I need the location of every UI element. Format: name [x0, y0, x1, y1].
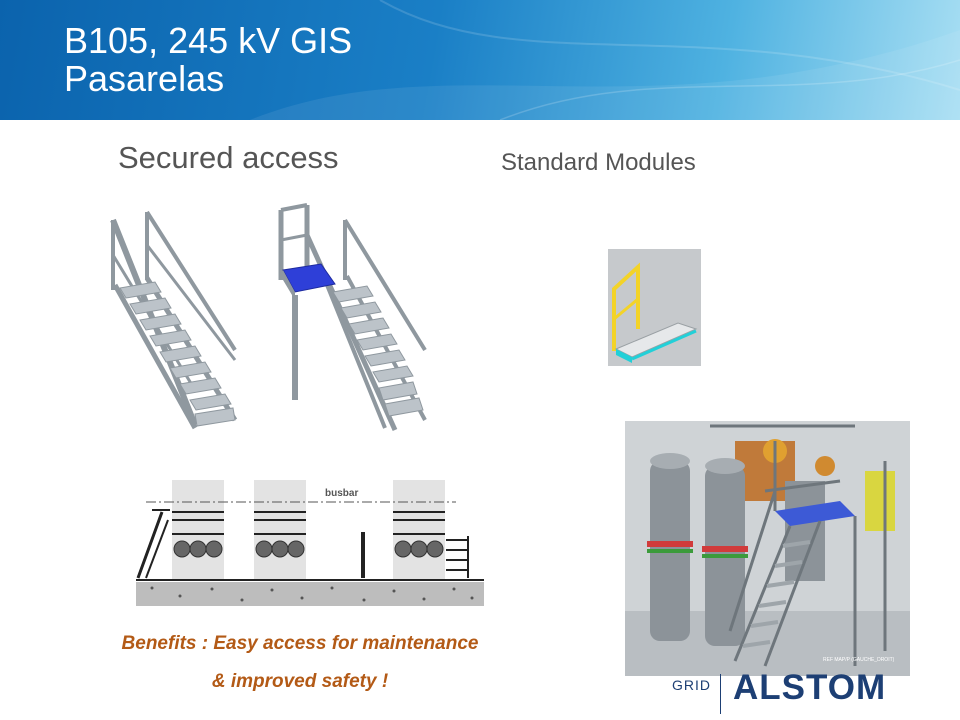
header-swirl-decoration [250, 0, 960, 120]
staircase-left-steps [119, 281, 236, 427]
logo-grid-text: GRID [672, 677, 711, 693]
benefits-line1: Benefits : Easy access for maintenance [121, 633, 479, 654]
slide-title-line1: B105, 245 kV GIS [64, 20, 353, 61]
header-banner: B105, 245 kV GIS Pasarelas [0, 0, 960, 120]
gis-section-diagram: busbar [136, 480, 484, 606]
logo-alstom: ALSTOM [733, 668, 887, 707]
section-stair-right [446, 536, 469, 578]
staircase-right-steps [332, 285, 424, 417]
benefits-line2: & improved safety ! [211, 671, 389, 692]
section-stair-left [136, 509, 170, 579]
heading-standard-modules: Standard Modules [501, 149, 696, 176]
standard-module-image [608, 249, 701, 366]
logo-separator [720, 674, 721, 714]
staircase-right [278, 203, 427, 432]
section-floor [136, 582, 484, 606]
gis-walkway-photo: REF MAP/P (GAUCHE_DROIT) [625, 421, 910, 676]
slide-title-line2: Pasarelas [64, 58, 225, 99]
gis-bay-2 [254, 480, 306, 580]
benefits-text: Benefits : Easy access for maintenance &… [40, 625, 560, 701]
gis-bay-1 [172, 480, 224, 580]
slide-title: B105, 245 kV GIS Pasarelas [64, 22, 352, 98]
gis-bay-3 [393, 480, 445, 580]
staircase-illustrations [110, 203, 427, 432]
busbar-label: busbar [325, 488, 358, 499]
photo-stamp: REF MAP/P (GAUCHE_DROIT) [823, 657, 895, 663]
heading-secured-access: Secured access [118, 140, 339, 175]
staircase-right-platform [282, 263, 336, 300]
